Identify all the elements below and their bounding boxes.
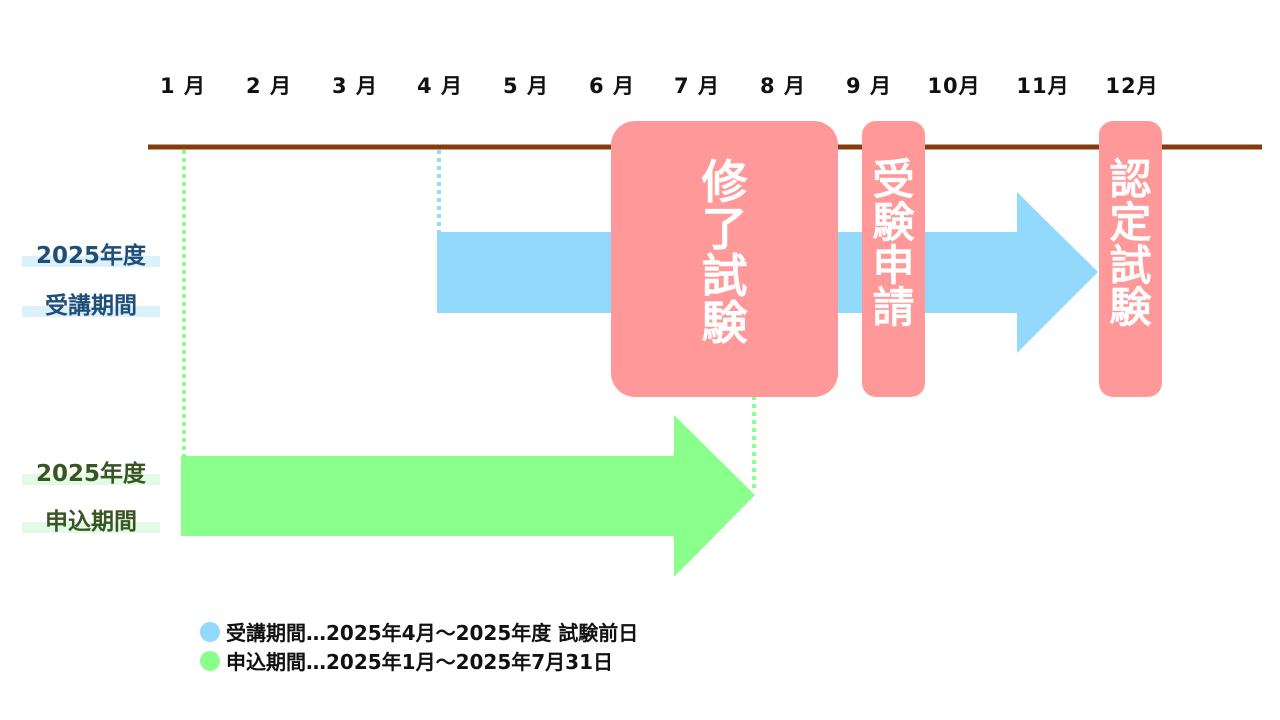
month-label: 9 月: [846, 74, 892, 98]
month-label: 2 月: [246, 74, 292, 98]
month-label: 7 月: [674, 74, 720, 98]
certification-exam-label: 認定試験: [1109, 155, 1152, 333]
application-period-year-label: 2025年度: [22, 454, 160, 488]
legend-course-text: 受講期間…2025年4月～2025年度 試験前日: [226, 621, 639, 645]
month-label: 8 月: [760, 74, 806, 98]
certification-exam-box: 認定試験: [1099, 121, 1162, 397]
completion-exam-box: 修了試験: [611, 121, 838, 397]
month-label: 4 月: [417, 74, 463, 98]
month-label: 6 月: [589, 74, 635, 98]
application-period-name-label: 申込期間: [22, 502, 160, 536]
exam-application-box: 受験申請: [862, 121, 925, 397]
completion-exam-label: 修了試験: [701, 155, 748, 350]
month-label: 1 月: [160, 74, 206, 98]
month-label: 3 月: [332, 74, 378, 98]
application-period-arrow: [181, 415, 755, 577]
legend-course: 受講期間…2025年4月～2025年度 試験前日: [200, 617, 638, 646]
legend-application-text: 申込期間…2025年1月～2025年7月31日: [226, 650, 613, 674]
legend-course-dot: [200, 621, 220, 642]
month-label: 12月: [1105, 74, 1159, 98]
legend-application-dot: [200, 650, 220, 671]
legend-application: 申込期間…2025年1月～2025年7月31日: [200, 646, 613, 675]
month-label: 11月: [1016, 74, 1070, 98]
month-label: 5 月: [503, 74, 549, 98]
exam-application-label: 受験申請: [872, 155, 915, 333]
course-period-name-label: 受講期間: [22, 286, 160, 320]
month-label: 10月: [927, 74, 981, 98]
course-period-year-label: 2025年度: [22, 236, 160, 270]
